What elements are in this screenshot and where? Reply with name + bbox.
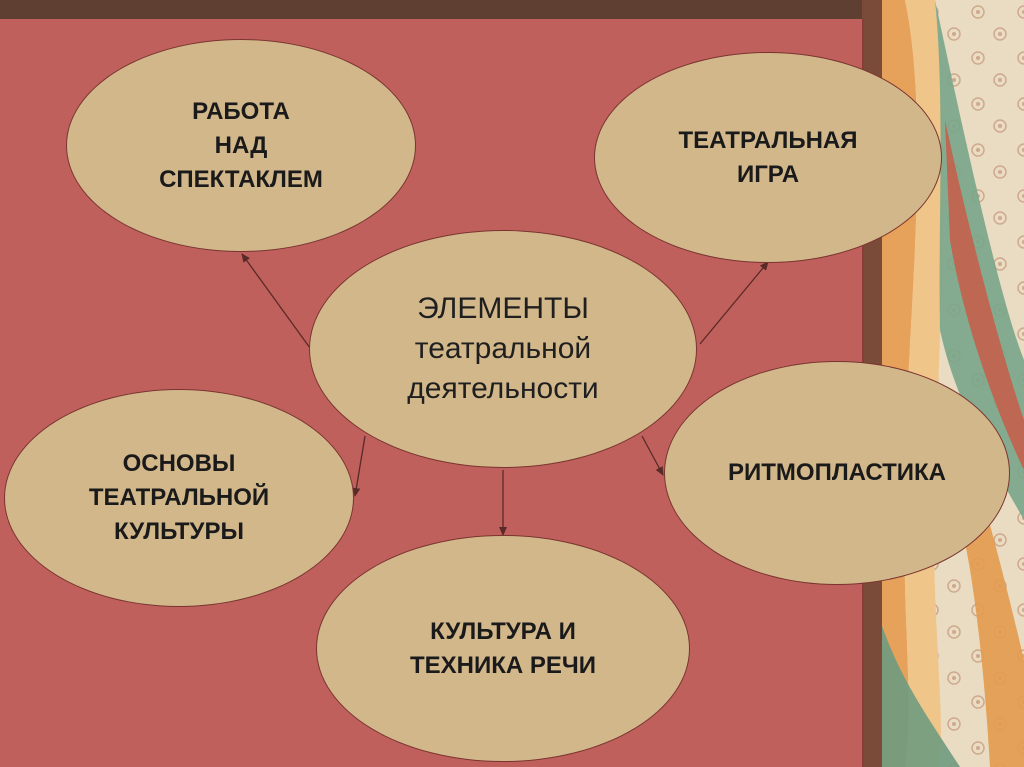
- node-center-elements: ЭЛЕМЕНТЫ театральной деятельности: [309, 230, 697, 468]
- node-label: ТЕАТРАЛЬНАЯ ИГРА: [678, 126, 858, 188]
- node-label: РИТМОПЛАСТИКА: [727, 459, 947, 486]
- center-label: ЭЛЕМЕНТЫ театральной деятельности: [407, 292, 599, 405]
- node-rhythmoplastics: РИТМОПЛАСТИКА: [664, 361, 1010, 585]
- node-speech-culture: КУЛЬТУРА И ТЕХНИКА РЕЧИ: [316, 535, 690, 762]
- node-theatrical-play: ТЕАТРАЛЬНАЯ ИГРА: [594, 52, 942, 263]
- node-theatre-culture-basics: ОСНОВЫ ТЕАТРАЛЬНОЙ КУЛЬТУРЫ: [4, 389, 354, 607]
- node-label: КУЛЬТУРА И ТЕХНИКА РЕЧИ: [409, 617, 597, 679]
- node-label: РАБОТА НАД СПЕКТАКЛЕМ: [159, 97, 323, 193]
- node-label: ОСНОВЫ ТЕАТРАЛЬНОЙ КУЛЬТУРЫ: [88, 450, 270, 545]
- node-work-on-performance: РАБОТА НАД СПЕКТАКЛЕМ: [66, 39, 416, 252]
